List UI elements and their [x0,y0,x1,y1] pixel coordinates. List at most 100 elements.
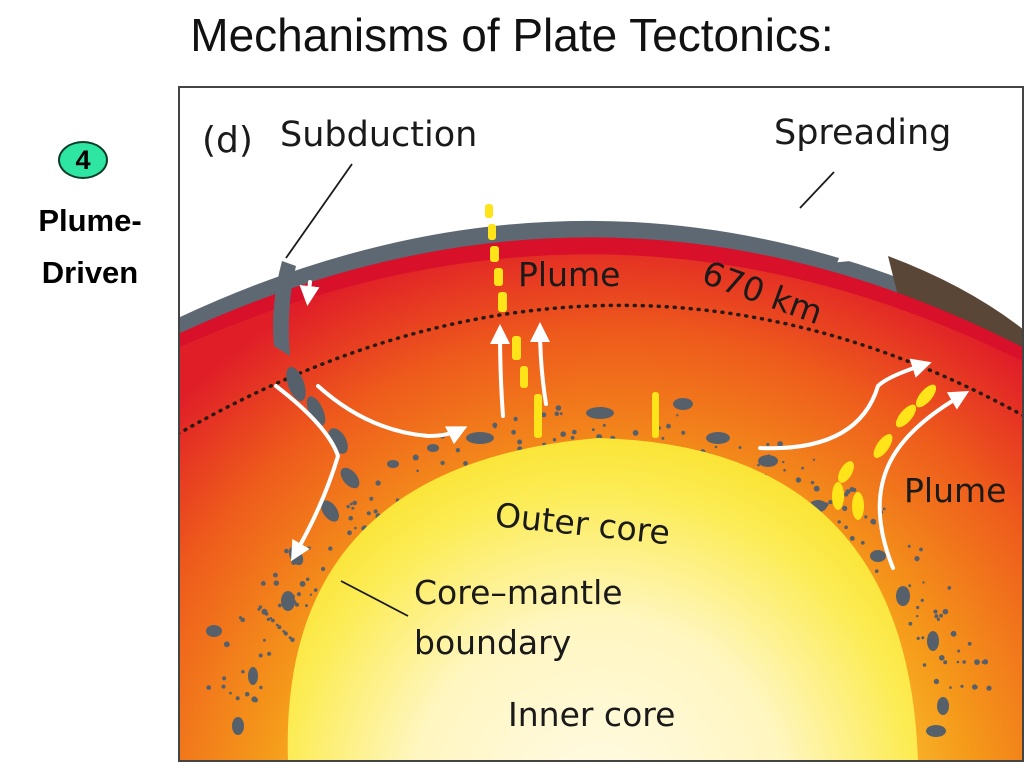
speckle-dot [908,584,912,588]
speckle-dot [957,649,961,653]
speckle-dot [967,641,972,646]
plume-right [832,384,937,520]
speckle-dot [290,637,295,642]
speckle-dot [292,600,297,605]
speckle-dot [455,448,461,453]
speckle-dot [273,580,279,586]
speckle-dot [570,435,575,440]
speckle-dot [801,466,804,470]
label-core-mantle-line2: boundary [414,623,571,662]
speckle-dot [263,638,266,642]
speckle-dot [782,460,785,464]
speckle-dot [349,502,353,506]
speckle-dot [661,436,665,440]
speckle-dot [492,422,498,428]
speckle-dot [299,581,306,587]
speckle-dot [284,548,289,554]
speckle-dot [922,663,927,667]
speckle-dot [517,439,523,445]
speckle-dot [513,416,518,422]
slide-title: Mechanisms of Plate Tectonics: [190,9,834,61]
speckle-dot [916,636,920,641]
speckle-dot [288,636,292,640]
speckle-dot [714,445,718,449]
speckle-dot [291,560,297,565]
speckle-dot [783,468,786,472]
speckle-dot [902,599,905,603]
speckle-dot [296,592,301,597]
speckle-dot [283,631,288,636]
speckle-dot [555,405,562,411]
speckle-dot [541,412,547,418]
speckle-dot [277,625,282,630]
speckle-dot [907,544,911,548]
label-spreading: Spreading [774,113,951,153]
speckle-dot [321,566,326,572]
speckle-dot [914,556,920,562]
speckle-dot [266,617,270,622]
speckle-dot [919,547,923,552]
speckle-dot [375,480,381,486]
speckle-dot [412,454,419,461]
speckle-dot [260,581,266,586]
speckle-dot [373,509,378,514]
speckle-dot [849,487,855,492]
speckle-dot [939,655,945,661]
speckle-dot [313,588,318,592]
speckle-dot [777,441,783,447]
subducting-slab [273,261,296,356]
speckle-dot [842,505,848,511]
speckle-dot [921,636,925,640]
speckle-dot [416,469,419,473]
speckle-dot [284,594,291,601]
speckle-dot [602,423,606,427]
speckle-dot [347,530,352,536]
speckle-dot [241,670,245,674]
speckle-dot [757,463,760,467]
outer-core [287,438,918,761]
speckle-dot [974,659,980,665]
speckle-dot [947,586,952,590]
speckle-dot [939,613,943,618]
speckle-dot [269,617,273,620]
speckle-dot [936,617,941,622]
speckle-dot [258,653,263,658]
speckle-dot [949,686,952,689]
diagram-frame [178,86,1024,762]
speckle-dot [267,651,272,656]
speckle-dot [824,502,829,507]
speckle-dot [632,430,639,436]
convection-arrows [274,198,970,570]
speckle-dot [258,605,263,609]
speckle-dot [766,442,770,447]
speckle-dot [282,630,286,633]
speckle-dot [289,594,295,600]
speckle-dot [369,496,374,501]
speckle-dot [813,485,820,492]
speckle-dot [223,641,230,648]
speckle-dot [599,406,605,412]
speckle-dot [597,434,603,439]
speckle-dot [942,608,949,615]
speckle-dot [275,623,279,627]
speckle-dot [307,546,311,550]
label-subduction: Subduction [280,115,477,155]
side-label-line1: Plume- [38,203,142,238]
earth-cross-section-diagram: (d) Subduction Spreading Plume 670 km Pl… [178,86,1024,762]
speckle-dot [810,480,815,485]
speckle-dot [229,691,232,695]
speckle-dot [986,685,992,691]
speckle-dot [273,572,278,578]
speckle-dot [933,609,938,614]
speckle-dot [591,428,595,432]
speckle-dot [366,511,371,516]
speckle-dot [864,515,868,519]
speckle-dot [981,660,985,664]
speckle-dot [305,604,308,608]
speckle-dot [934,614,939,619]
label-inner-core: Inner core [508,695,675,734]
speckle-dot [844,525,848,530]
speckle-dot [849,536,855,541]
speckle-dot [571,429,577,435]
speckle-dot [206,685,211,690]
